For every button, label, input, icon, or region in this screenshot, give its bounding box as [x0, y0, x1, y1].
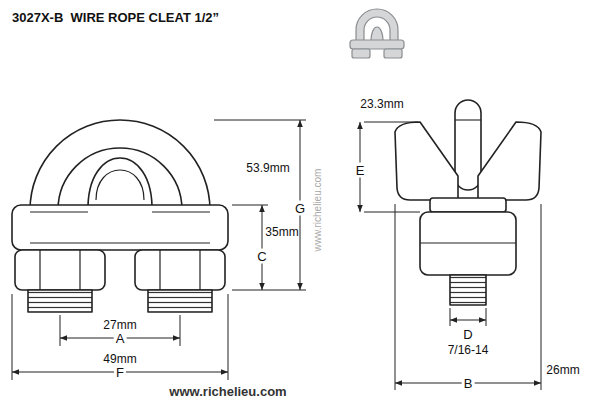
dimension-letter: C: [255, 249, 268, 264]
dimension-value: 35mm: [263, 225, 300, 239]
thread-size: 7/16-14: [446, 343, 491, 357]
thumbnail-photo: [350, 9, 404, 58]
dimension-value: 26mm: [544, 363, 581, 377]
dimension-letter: G: [293, 201, 307, 216]
dimension-value: 23.3mm: [358, 97, 405, 111]
dimension-letter: B: [462, 376, 475, 391]
watermark: www.richelieu.com: [312, 167, 324, 254]
website-url: www.richelieu.com: [167, 384, 288, 399]
dimension-letter: E: [354, 163, 367, 178]
dimension-letter: A: [114, 331, 127, 346]
dimension-value: 53.9mm: [244, 161, 291, 175]
dimension-letter: F: [114, 365, 126, 380]
dimension-letter: D: [461, 327, 474, 342]
drawing-title: 3027X-B WIRE ROPE CLEAT 1/2”: [12, 10, 219, 25]
